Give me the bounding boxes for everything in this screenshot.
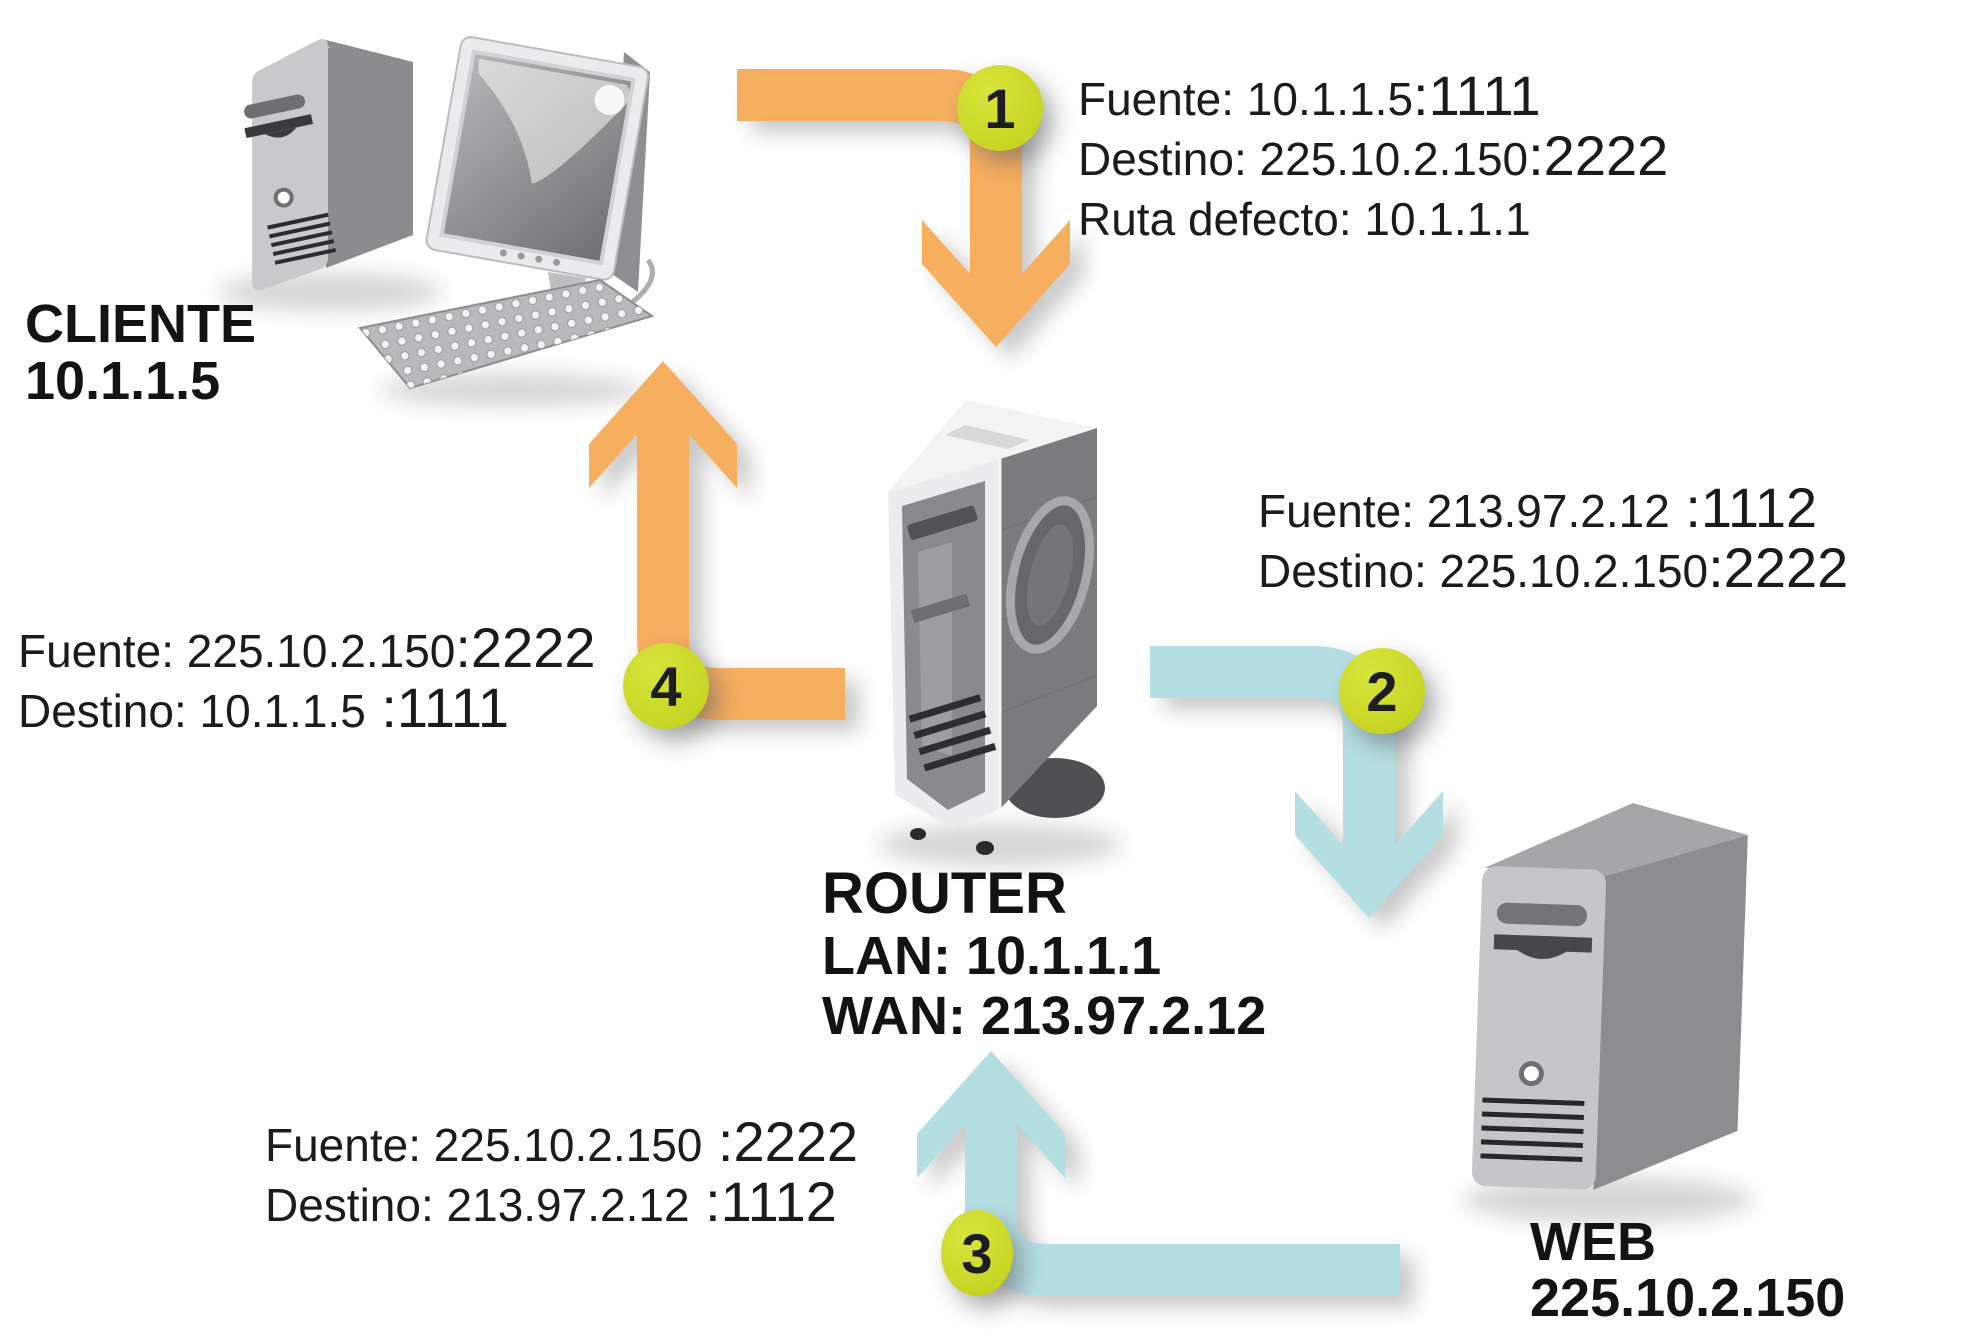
web-server-label: WEB 225.10.2.150 xyxy=(1530,1214,1845,1326)
packet-info-step-4: Fuente: 225.10.2.150:2222 Destino: 10.1.… xyxy=(18,618,596,738)
packet-line: Fuente: 10.1.1.5:1111 xyxy=(1078,66,1668,126)
packet-line: Fuente: 213.97.2.12 :1112 xyxy=(1258,478,1848,538)
drive-slot xyxy=(1493,934,1593,953)
web-ip: 225.10.2.150 xyxy=(1530,1268,1846,1328)
packet-info-step-1: Fuente: 10.1.1.5:1111 Destino: 225.10.2.… xyxy=(1078,66,1668,246)
packet-port: :1111 xyxy=(1413,64,1541,127)
packet-info-step-3: Fuente: 225.10.2.150 :2222 Destino: 213.… xyxy=(265,1112,858,1232)
ground-shadows xyxy=(218,272,1753,1224)
router-side-fan-icon xyxy=(1006,496,1094,654)
client-keyboard xyxy=(358,278,655,390)
vent-lines xyxy=(908,694,997,772)
packet-port: :2222 xyxy=(455,616,596,679)
packet-addresses: Destino: 225.10.2.150 xyxy=(1078,133,1529,185)
step-number: 4 xyxy=(650,654,682,718)
packet-addresses: Fuente: 213.97.2.12 xyxy=(1258,485,1670,537)
drive-slot xyxy=(244,94,306,119)
packet-line: Fuente: 225.10.2.150:2222 xyxy=(18,618,596,678)
client-tower-front-details xyxy=(244,94,337,265)
packet-port: :2222 xyxy=(702,1110,859,1173)
packet-addresses: Ruta defecto: 10.1.1.1 xyxy=(1078,193,1531,245)
packet-addresses: Destino: 213.97.2.12 xyxy=(265,1179,690,1231)
packet-addresses: Fuente: 225.10.2.150 xyxy=(18,625,456,677)
router-feet xyxy=(910,828,994,855)
arrowhead-up-icon xyxy=(917,1051,1065,1178)
arrowhead-down-icon xyxy=(1295,791,1443,918)
drive-slot xyxy=(244,114,314,139)
arrow-step-4 xyxy=(589,361,845,720)
packet-port: :2222 xyxy=(1708,536,1849,599)
step-number: 1 xyxy=(984,76,1016,140)
router-name: ROUTER xyxy=(822,861,1067,926)
packet-line: Ruta defecto: 10.1.1.1 xyxy=(1078,186,1668,246)
arrowhead-down-icon xyxy=(922,220,1070,347)
packet-addresses: Destino: 225.10.2.150 xyxy=(1258,545,1709,597)
client-label: CLIENTE 10.1.1.5 xyxy=(25,296,256,410)
power-button-icon xyxy=(1518,1061,1544,1087)
vent-lines xyxy=(1480,1097,1585,1162)
step-badge-4: 4 xyxy=(623,643,709,729)
router-device xyxy=(888,400,1105,855)
power-button-icon xyxy=(273,187,294,208)
step-number: 3 xyxy=(961,1221,993,1285)
packet-info-step-2: Fuente: 213.97.2.12 :1112 Destino: 225.1… xyxy=(1258,478,1848,598)
web-name: WEB xyxy=(1530,1212,1656,1272)
step-badge-1: 1 xyxy=(957,65,1043,151)
client-monitor xyxy=(425,36,650,339)
client-ip: 10.1.1.5 xyxy=(25,351,221,411)
step-number: 2 xyxy=(1366,659,1398,723)
step-badge-2: 2 xyxy=(1339,648,1425,734)
handle-bar xyxy=(910,593,971,623)
drive-slot xyxy=(1496,902,1587,927)
packet-addresses: Destino: 10.1.1.5 xyxy=(18,685,366,737)
arrowhead-up-icon xyxy=(589,361,737,488)
packet-port: :1112 xyxy=(1669,476,1818,539)
packet-line: Destino: 225.10.2.150:2222 xyxy=(1258,538,1848,598)
vent-lines xyxy=(267,212,337,265)
packet-line: Destino: 10.1.1.5 :1111 xyxy=(18,678,596,738)
packet-port: :2222 xyxy=(1528,124,1669,187)
packet-port: :1111 xyxy=(365,676,510,739)
packet-line: Destino: 213.97.2.12 :1112 xyxy=(265,1172,858,1232)
client-name: CLIENTE xyxy=(25,294,257,354)
packet-line: Fuente: 225.10.2.150 :2222 xyxy=(265,1112,858,1172)
monitor-buttons xyxy=(499,249,561,266)
packet-addresses: Fuente: 10.1.1.5 xyxy=(1078,73,1414,125)
client-tower xyxy=(244,39,413,290)
packet-addresses: Fuente: 225.10.2.150 xyxy=(265,1119,703,1171)
router-wan-ip: WAN: 213.97.2.12 xyxy=(822,986,1267,1046)
client-computer xyxy=(244,36,655,390)
step-badge-3: 3 xyxy=(941,1210,1013,1296)
web-server-device xyxy=(1471,803,1748,1190)
packet-port: :1112 xyxy=(689,1170,837,1233)
packet-line: Destino: 225.10.2.150:2222 xyxy=(1078,126,1668,186)
drive-slot xyxy=(907,505,978,540)
router-label: ROUTER LAN: 10.1.1.1 WAN: 213.97.2.12 xyxy=(822,861,1267,1047)
router-lan-ip: LAN: 10.1.1.1 xyxy=(822,926,1162,986)
